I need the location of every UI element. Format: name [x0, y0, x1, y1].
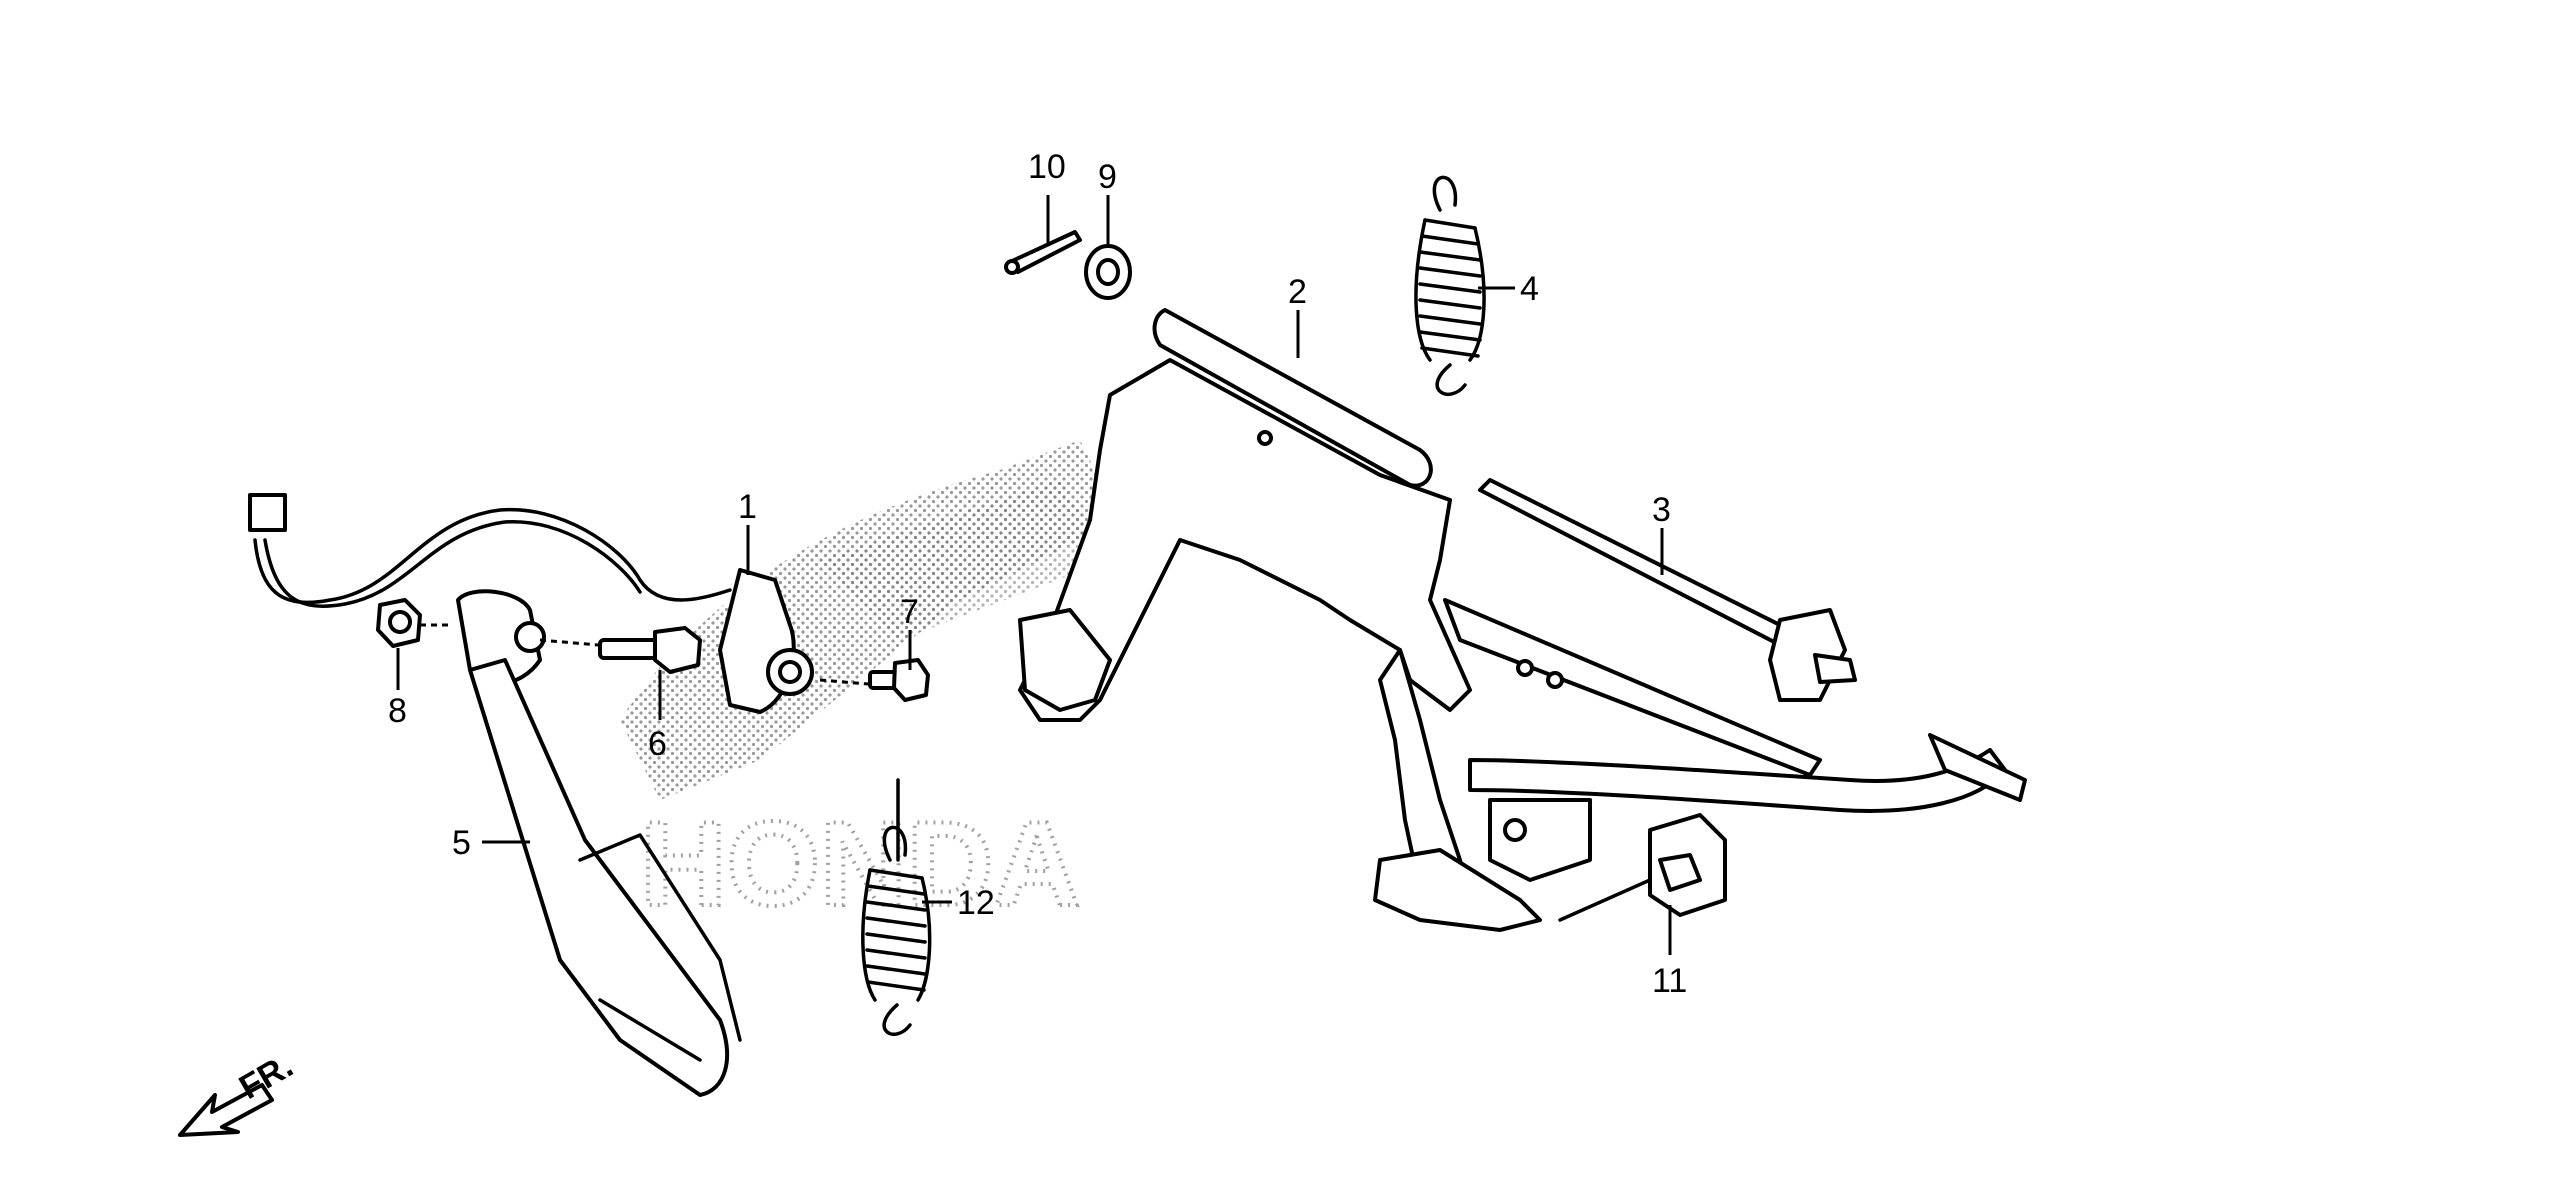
main-stand	[1018, 308, 1542, 932]
callouts: 1 2 3 4 5 6 7 8 9 10 11 12	[388, 148, 1687, 1000]
callout-4: 4	[1520, 270, 1539, 308]
bolt-6	[539, 626, 702, 674]
wing-logo-watermark-upper	[820, 480, 1110, 640]
stopper-11	[1558, 813, 1727, 922]
side-stand-switch	[248, 493, 814, 714]
callout-10: 10	[1028, 148, 1066, 186]
callout-5: 5	[452, 824, 471, 862]
callout-1: 1	[738, 488, 757, 526]
pedal-arm	[456, 589, 742, 1097]
nut-8	[376, 598, 450, 648]
stand-kick-bar	[1443, 598, 2027, 882]
callout-8: 8	[388, 692, 407, 730]
spring-4	[1414, 175, 1486, 396]
cotter-pin-10	[1004, 230, 1082, 275]
front-arrow-icon	[178, 1083, 274, 1137]
callout-2: 2	[1288, 273, 1307, 311]
washer-9	[1084, 244, 1132, 300]
front-direction-indicator: FR.	[178, 1047, 299, 1137]
callout-3: 3	[1652, 491, 1671, 529]
pivot-shaft-3	[1478, 478, 1857, 702]
callout-12: 12	[957, 884, 995, 922]
spring-12	[861, 778, 932, 1036]
callout-7: 7	[900, 593, 919, 631]
screw-7	[819, 658, 930, 702]
callout-6: 6	[648, 725, 667, 763]
watermark-text: HONDA	[640, 797, 1080, 931]
callout-11: 11	[1652, 962, 1687, 1000]
callout-leaders	[396, 195, 1672, 955]
callout-9: 9	[1098, 158, 1117, 196]
